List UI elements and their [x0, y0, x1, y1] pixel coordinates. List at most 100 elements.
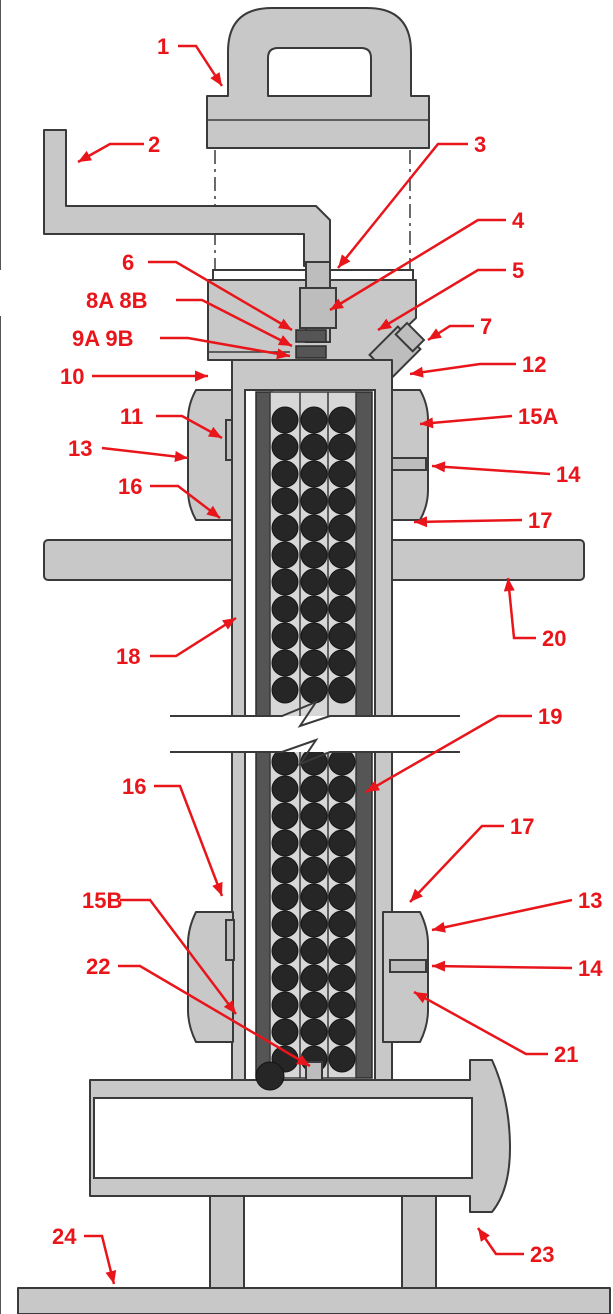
ball-42 [271, 829, 299, 857]
ball-52 [300, 910, 328, 938]
arrowhead-11 [207, 426, 222, 438]
arrowhead-14 [432, 461, 446, 473]
ball-30 [271, 676, 299, 704]
label-6: 6 [122, 250, 134, 275]
label-19: 19 [538, 704, 562, 729]
arrowhead-4 [378, 318, 392, 330]
label-3: 3 [474, 132, 486, 157]
base-stand [17, 1195, 611, 1314]
ball-62 [328, 991, 356, 1019]
ball-45 [271, 856, 299, 884]
ball-2 [328, 406, 356, 434]
leader-3 [337, 142, 468, 269]
arrowhead-17 [503, 578, 515, 592]
label-16-upper: 16 [118, 474, 142, 499]
ball-57 [271, 964, 299, 992]
filter-cartridge [255, 391, 373, 1079]
carry-handle [206, 7, 430, 149]
leader-13-lower [431, 898, 573, 932]
label-14-upper: 14 [556, 462, 581, 487]
lower-collar [187, 911, 429, 1043]
arrowhead-28 [105, 1270, 117, 1284]
ball-7 [300, 460, 328, 488]
ball-31 [300, 676, 328, 704]
page-edge-bottom [0, 316, 1, 1314]
bottom-tee [89, 1059, 511, 1213]
arrowhead-16 [414, 516, 428, 528]
leader-11 [156, 414, 223, 440]
arrowhead-26 [414, 992, 429, 1004]
ball-18 [271, 568, 299, 596]
ball-44 [328, 829, 356, 857]
arrowhead-25 [296, 1054, 310, 1066]
leader-22 [118, 964, 311, 1068]
top-cap [207, 261, 426, 379]
label-8a-8b: 8A 8B [86, 288, 148, 313]
label-11: 11 [120, 404, 143, 429]
ball-4 [300, 433, 328, 461]
leader-15b [120, 898, 237, 1015]
arrowhead-0 [210, 72, 222, 86]
leader-14-lower [431, 964, 573, 970]
ball-3 [271, 433, 299, 461]
ball-56 [328, 937, 356, 965]
ball-9 [271, 487, 299, 515]
label-4: 4 [512, 208, 525, 233]
arrowhead-13 [174, 451, 188, 462]
ball-12 [271, 514, 299, 542]
ball-60 [271, 991, 299, 1019]
label-20: 20 [542, 626, 566, 651]
check-ball [255, 1061, 285, 1091]
ball-40 [300, 802, 328, 830]
arrowhead-1 [78, 150, 93, 162]
leader-19 [365, 714, 532, 794]
ball-23 [328, 595, 356, 623]
ball-46 [300, 856, 328, 884]
ball-21 [271, 595, 299, 623]
label-15b: 15B [82, 888, 122, 913]
label-10: 10 [60, 364, 84, 389]
leader-1 [178, 44, 224, 87]
leader-9 [160, 336, 291, 358]
leader-12 [409, 362, 516, 376]
leader-18 [150, 616, 237, 658]
leader-24 [84, 1234, 116, 1285]
ball-54 [271, 937, 299, 965]
leader-4 [329, 218, 506, 312]
label-13-lower: 13 [578, 888, 602, 913]
label-17-upper: 17 [528, 508, 552, 533]
ball-14 [328, 514, 356, 542]
leader-16-lower [154, 784, 224, 897]
ball-55 [300, 937, 328, 965]
arrowhead-10 [195, 370, 208, 382]
arrowhead-12 [420, 417, 434, 429]
ball-36 [271, 775, 299, 803]
arrowheads [78, 72, 515, 1284]
arrowhead-20 [212, 881, 223, 896]
ball-17 [328, 541, 356, 569]
arrowhead-7 [428, 328, 442, 340]
label-16-lower: 16 [122, 774, 146, 799]
ball-19 [300, 568, 328, 596]
ball-38 [328, 775, 356, 803]
ball-68 [328, 1045, 356, 1073]
ball-29 [328, 649, 356, 677]
label-17-lower: 17 [510, 814, 534, 839]
ball-51 [271, 910, 299, 938]
ball-15 [271, 541, 299, 569]
arrowhead-8 [276, 348, 290, 360]
label-22: 22 [86, 954, 110, 979]
ball-53 [328, 910, 356, 938]
leader-14-upper [431, 464, 551, 476]
ball-47 [328, 856, 356, 884]
ball-10 [300, 487, 328, 515]
ball-bearings [271, 406, 356, 1073]
ball-0 [271, 406, 299, 434]
ball-11 [328, 487, 356, 515]
break-line [170, 699, 460, 767]
label-2: 2 [148, 132, 160, 157]
ball-65 [328, 1018, 356, 1046]
label-15a: 15A [518, 404, 558, 429]
arrowhead-23 [432, 921, 446, 933]
label-5: 5 [512, 258, 524, 283]
